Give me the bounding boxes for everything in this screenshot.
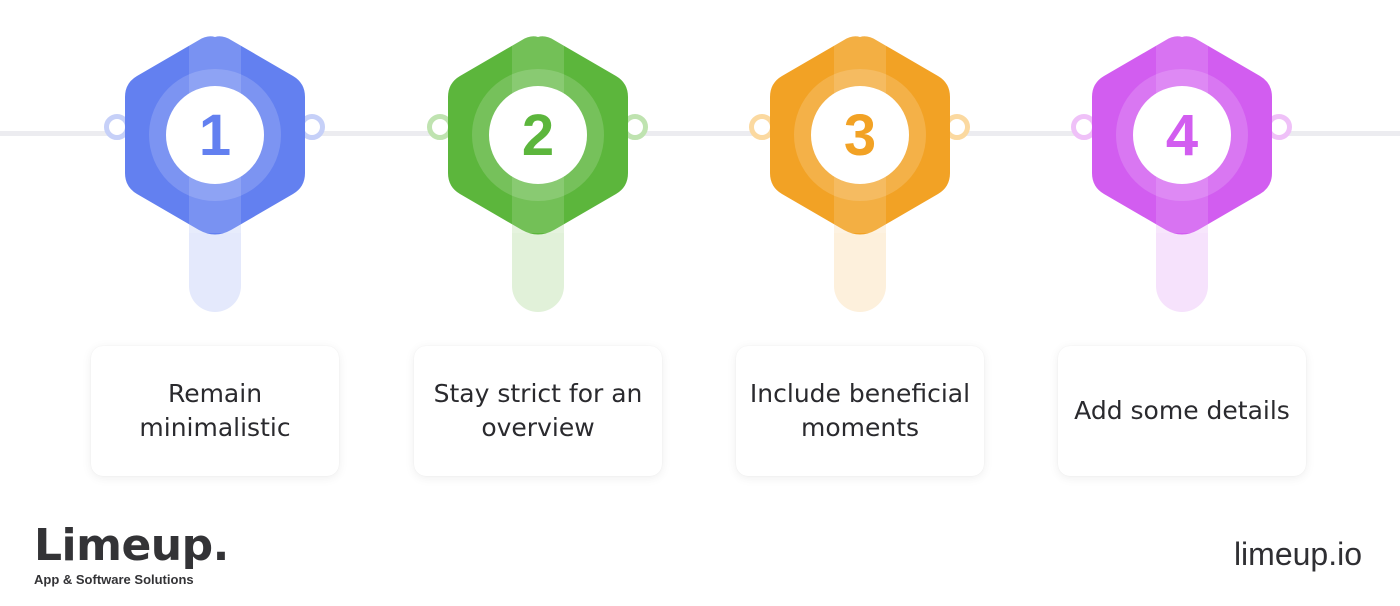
hexagon-badge: 1 (123, 33, 307, 237)
brand-logo: Limeup. App & Software Solutions (34, 520, 229, 587)
step-number: 3 (843, 102, 877, 168)
step-label: Add some details (1074, 396, 1290, 425)
step-number: 4 (1165, 102, 1199, 168)
step-label: Remain minimalistic (139, 379, 291, 442)
step-card: Remain minimalistic (91, 346, 339, 476)
brand-name: Limeup. (34, 520, 229, 571)
step-label: Stay strict for an overview (433, 379, 643, 442)
hexagon-badge: 4 (1090, 33, 1274, 237)
step-number: 2 (521, 102, 555, 168)
step-card: Include beneficial moments (736, 346, 984, 476)
timeline-line (0, 131, 1400, 136)
hexagon-badge: 3 (768, 33, 952, 237)
step-label: Include beneficial moments (749, 379, 971, 442)
hexagon-badge: 2 (446, 33, 630, 237)
website-url: limeup.io (1233, 536, 1362, 572)
step-number: 1 (198, 102, 232, 168)
step-card: Add some details (1058, 346, 1306, 476)
step-card: Stay strict for an overview (414, 346, 662, 476)
brand-tagline: App & Software Solutions (34, 572, 194, 587)
